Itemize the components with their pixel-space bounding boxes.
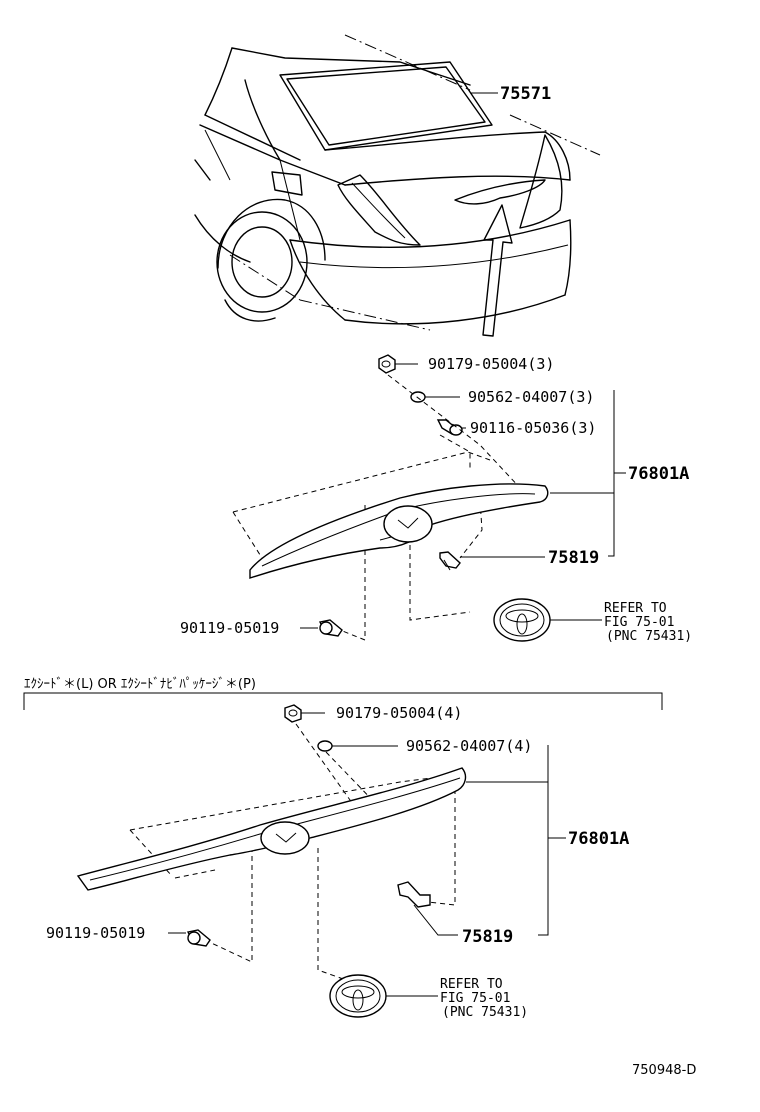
label-refer-lower-1: REFER TO: [440, 977, 503, 992]
toyota-emblem-upper: [493, 598, 551, 642]
label-garnish-lower: 76801A: [568, 829, 629, 849]
screw-90119-lower: [186, 929, 211, 947]
label-screw-upper: 90116-05036(3): [470, 419, 596, 437]
label-screw-90119-lower: 90119-05019: [46, 924, 145, 942]
label-nut-lower: 90179-05004(4): [336, 704, 462, 722]
screw-90119-upper: [318, 619, 343, 637]
label-clip-upper: 90562-04007(3): [468, 388, 594, 406]
clip-90562-lower: [317, 740, 333, 752]
label-clip-75819-lower: 75819: [462, 927, 513, 947]
label-refer-lower-3: (PNC 75431): [442, 1005, 528, 1020]
label-refer-upper-1: REFER TO: [604, 601, 667, 616]
car-rear-illustration: [194, 34, 601, 331]
garnish-76801A-lower: [76, 767, 467, 891]
label-garnish-upper: 76801A: [628, 464, 689, 484]
variant-bracket: [23, 692, 663, 710]
nut-90179-lower: [284, 704, 302, 723]
label-variant-note: ｴｸｼｰﾄﾞ＊(L) OR ｴｸｼｰﾄﾞﾅﾋﾞﾊﾟｯｹｰｼﾞ＊(P): [24, 677, 256, 692]
clip-75819-upper: [439, 551, 461, 571]
screw-90116-upper: [436, 419, 463, 436]
label-nut-upper: 90179-05004(3): [428, 355, 554, 373]
figure-code: 750948-D: [632, 1063, 696, 1078]
nut-90179-upper: [378, 354, 396, 374]
label-window-seal: 75571: [500, 84, 551, 104]
label-refer-upper-3: (PNC 75431): [606, 629, 692, 644]
label-refer-upper-2: FIG 75-01: [604, 615, 674, 630]
location-arrow: [482, 204, 513, 337]
label-clip-lower: 90562-04007(4): [406, 737, 532, 755]
garnish-76801A-upper: [249, 483, 549, 579]
label-refer-lower-2: FIG 75-01: [440, 991, 510, 1006]
label-clip-75819-upper: 75819: [548, 548, 599, 568]
clip-75819-lower: [397, 881, 431, 908]
label-screw-90119-upper: 90119-05019: [180, 619, 279, 637]
toyota-emblem-lower: [329, 974, 387, 1018]
